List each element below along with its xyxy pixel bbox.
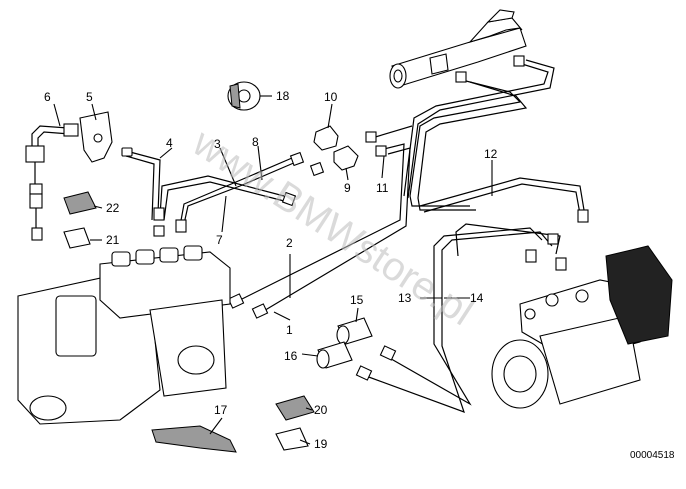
callout-5: 5 (86, 90, 93, 104)
clip-21 (63, 227, 91, 249)
callout-14: 14 (470, 291, 484, 305)
callout-21: 21 (106, 233, 120, 247)
pipe-fittings (121, 55, 589, 381)
callout-9: 9 (344, 181, 351, 195)
brake-hose (25, 123, 79, 241)
callout-13: 13 (398, 291, 412, 305)
callout-labels: 1 2 3 4 5 6 7 8 9 10 11 12 13 14 15 16 1… (44, 89, 498, 451)
comb-holder-17 (151, 425, 237, 453)
clip-19 (275, 427, 309, 451)
callout-15: 15 (350, 293, 364, 307)
clip-20 (275, 395, 315, 421)
callout-1: 1 (286, 323, 293, 337)
callout-11: 11 (376, 181, 389, 195)
callout-10: 10 (324, 90, 338, 104)
callout-8: 8 (252, 135, 259, 149)
callout-16: 16 (284, 349, 298, 363)
abs-hydraulic-unit-right (491, 245, 673, 409)
callout-22: 22 (106, 201, 120, 215)
leader-lines (53, 95, 493, 445)
union-15 (336, 317, 373, 345)
callout-7: 7 (216, 233, 223, 247)
union-16 (316, 341, 353, 369)
abs-hydraulic-unit-left (17, 245, 231, 425)
callout-6: 6 (44, 90, 51, 104)
callout-18: 18 (276, 89, 290, 103)
callout-12: 12 (484, 147, 498, 161)
brake-pipes (125, 59, 585, 413)
callout-19: 19 (314, 437, 328, 451)
callout-3: 3 (214, 137, 221, 151)
image-number: 00004518 (630, 450, 675, 461)
master-cylinder (389, 9, 527, 89)
callout-20: 20 (314, 403, 328, 417)
callout-17: 17 (214, 403, 228, 417)
bushing-18 (227, 81, 261, 111)
clip-22 (63, 191, 97, 215)
callout-2: 2 (286, 236, 293, 250)
callout-4: 4 (166, 136, 173, 150)
